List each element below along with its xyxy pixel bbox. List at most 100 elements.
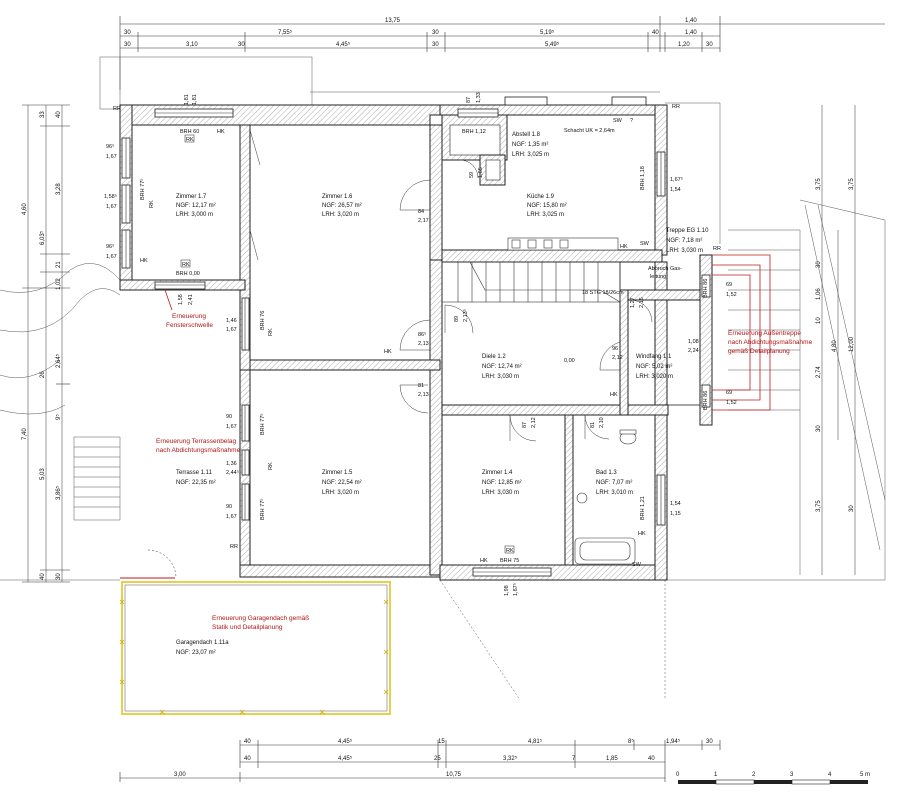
room-zimmer-1-5: Zimmer 1.5 NGF: 22,54 m² LRH: 3,020 m <box>322 470 362 496</box>
dim: 1,40 <box>685 30 697 36</box>
dim: 1,85 <box>606 756 618 762</box>
dim: 30 <box>816 425 822 432</box>
rr-label: RR <box>113 106 121 112</box>
opening-dim: 1,27 <box>630 297 636 308</box>
dim: 26 <box>40 371 46 378</box>
dim: 30 <box>816 261 822 268</box>
room-treppe-eg: Treppe EG 1.10 NGF: 7,18 m² LRH: 3,030 m <box>666 228 709 254</box>
dim: 10 <box>816 317 822 324</box>
room-lrh: LRH: 3,010 m <box>596 490 633 496</box>
dim: 4,81⁵ <box>528 738 543 745</box>
opening-dim: 1,98 <box>504 585 510 596</box>
left-dimensions: 4,60 7,40 33 40 3,28 6,03⁵ 21 1,02 26 2,… <box>22 104 70 583</box>
opening-dim: 96 <box>612 346 618 352</box>
rk-label: RK <box>506 548 514 554</box>
dim: 3,75 <box>816 178 822 190</box>
room-lrh: LRH: 3,020 m <box>322 212 359 218</box>
opening-dim: 2,24 <box>688 348 699 354</box>
opening-dim: 1,67 <box>226 424 237 430</box>
dim: 15 <box>438 739 445 745</box>
rr-label: RR <box>672 104 680 110</box>
dim: 30 <box>432 42 439 48</box>
opening-dim: 69 <box>726 282 732 288</box>
opening-dim: 87 <box>522 422 528 428</box>
note-terrassenbelag: nach Abdichtungsmaßnahme <box>156 447 241 454</box>
room-bad-1-3: Bad 1.3 NGF: 7,07 m² LRH: 3,010 m <box>596 470 633 496</box>
dim: 3,32⁵ <box>503 755 518 762</box>
schacht-label: Schacht UK = 2,64m <box>564 128 615 134</box>
hk-label: HK <box>384 349 392 355</box>
opening-dim: 87 <box>466 97 472 103</box>
opening-dim: 1,67⁵ <box>670 176 683 183</box>
room-lrh: LRH: 3,025 m <box>512 152 549 158</box>
room-name: Treppe EG 1.10 <box>666 228 709 234</box>
rk-label: RK <box>149 200 155 208</box>
opening-dim: 2,16 <box>639 297 645 308</box>
note-aussentreppe: nach Abdichtungsmaßnahme <box>728 339 813 346</box>
opening-dim: 86⁵ <box>418 331 426 338</box>
room-abstell-1-8: Abstell 1.8 NGF: 1,35 m² LRH: 3,025 m <box>512 132 549 158</box>
room-name: Bad 1.3 <box>596 470 617 476</box>
room-name: Windfang 1.1 <box>636 354 672 360</box>
opening-dim: 1,58 <box>178 294 184 305</box>
staircase <box>441 261 621 303</box>
opening-dim: 89 <box>454 316 460 322</box>
dim: 30 <box>706 739 713 745</box>
hk-label: HK <box>638 531 646 537</box>
room-ngf: NGF: 7,18 m² <box>666 238 702 244</box>
room-ngf: NGF: 12,74 m² <box>482 364 522 370</box>
room-ngf: NGF: 23,07 m² <box>176 650 216 656</box>
scale-bar: 0 1 2 3 4 5 m <box>676 772 870 785</box>
dim-top-total: 13,75 <box>385 18 401 24</box>
opening-dim: 1,65 <box>478 167 484 178</box>
dim: 4,45⁵ <box>338 755 353 762</box>
abbruch-label: leitung <box>650 274 666 280</box>
dim: 25 <box>434 756 441 762</box>
room-ngf: NGF: 12,85 m² <box>482 480 522 486</box>
opening-dim: 1,81 <box>192 94 198 105</box>
opening-dim: 90 <box>226 504 232 510</box>
rk-label: RK <box>186 137 194 143</box>
room-name: Küche 1.9 <box>527 194 555 200</box>
dim: 40 <box>56 111 62 118</box>
note-aussentreppe: Erneuerung Außentreppe <box>728 330 801 337</box>
room-ngf: NGF: 1,35 m² <box>512 142 548 148</box>
room-lrh: LRH: 3,030 m <box>482 490 519 496</box>
opening-dim: 96⁵ <box>106 243 114 250</box>
dim: 40 <box>652 30 659 36</box>
room-name: Abstell 1.8 <box>512 132 541 138</box>
opening-dim: 1,08 <box>688 339 699 345</box>
brh-label: BRH 75 <box>500 558 519 564</box>
room-lrh: LRH: 3,000 m <box>176 212 213 218</box>
opening-dim: 1,54 <box>670 187 681 193</box>
misc-labels: BRH 60 HK RK BRH 0,00 RK HK BRH 1,12 Sch… <box>113 104 721 568</box>
opening-dim: 1,81 <box>184 94 190 105</box>
room-labels: Zimmer 1.7 NGF: 12,17 m² LRH: 3,000 m Zi… <box>176 132 709 656</box>
opening-dim: 90 <box>226 414 232 420</box>
dim: 30 <box>124 42 131 48</box>
room-name: Terrasse 1.11 <box>176 470 213 476</box>
garage-roof <box>119 577 391 715</box>
renovation-notes: Erneuerung Fensterschwelle Erneuerung Te… <box>156 313 813 631</box>
elevation-label: 0,00 <box>564 358 575 364</box>
opening-dim: 1,33 <box>476 92 482 103</box>
dim: 40 <box>648 756 655 762</box>
room-zimmer-1-7: Zimmer 1.7 NGF: 12,17 m² LRH: 3,000 m <box>176 194 216 218</box>
rk-label: RK <box>182 262 190 268</box>
opening-dim: 1,67 <box>106 204 117 210</box>
opening-dim: 1,67 <box>106 154 117 160</box>
opening-dim: 1,67 <box>226 327 237 333</box>
dim: 40 <box>40 573 46 580</box>
dim: 3,75 <box>849 178 855 190</box>
hk-label: HK <box>140 258 148 264</box>
opening-dim: 2,44⁵ <box>226 469 239 476</box>
question-label: ? <box>630 118 633 124</box>
bottom-dimensions: 40 4,45⁵ 15 4,81⁵ 8⁵ 1,94⁵ 30 40 4,45⁵ 2… <box>119 738 721 782</box>
stair-label: 18 STG 18/26cm <box>582 290 624 296</box>
dim: 1,02 <box>56 278 62 290</box>
dim: 1,94⁵ <box>666 738 681 745</box>
scale-tick: 4 <box>828 772 832 778</box>
site-context <box>0 56 886 701</box>
brh-label: BRH 1,12 <box>462 129 486 135</box>
